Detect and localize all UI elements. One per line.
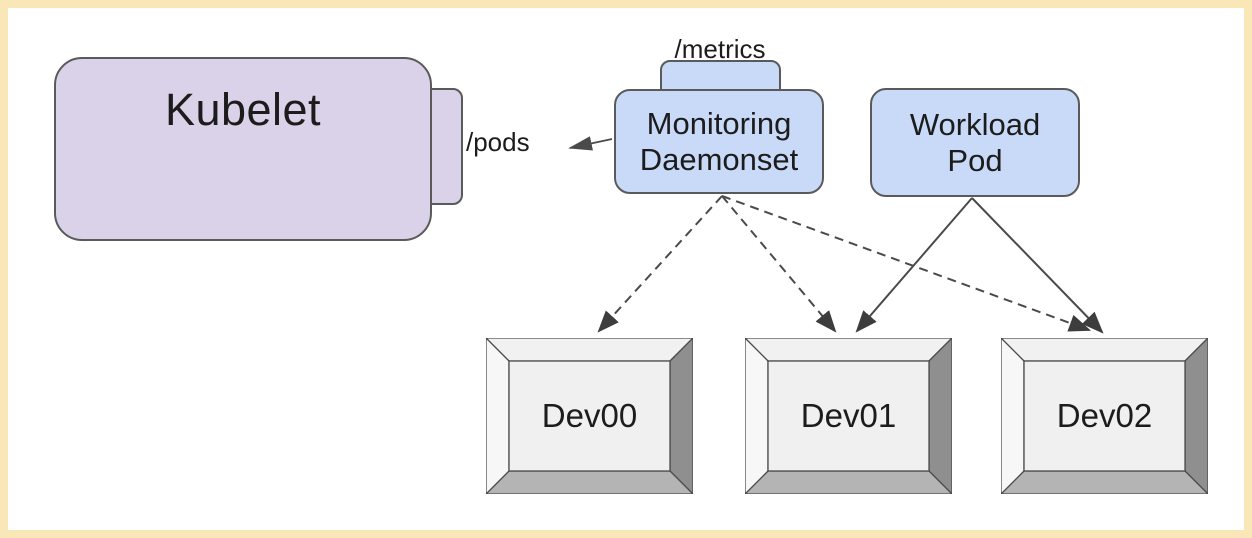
kubelet-label: Kubelet <box>164 84 322 135</box>
device-node-dev01: Dev01 <box>745 338 952 494</box>
monitoring-daemonset-label-line2: Daemonset <box>639 141 799 177</box>
device-label: Dev02 <box>1056 397 1153 434</box>
edge-monitoring-to-dev01 <box>721 195 837 333</box>
monitoring-daemonset-label-line1: Monitoring <box>646 105 792 141</box>
device-label: Dev00 <box>541 397 638 434</box>
pods-endpoint-label: /pods <box>466 127 530 157</box>
device-node-dev02: Dev02 <box>1001 338 1208 494</box>
edge-monitoring-to-pods <box>568 136 613 151</box>
device-bevel-frame <box>486 338 693 494</box>
workload-pod-label-line2: Pod <box>947 142 1003 178</box>
edge-monitoring-to-dev00 <box>597 195 723 333</box>
device-bevel-frame <box>1001 338 1208 494</box>
workload-pod-node: Workload Pod <box>870 88 1080 197</box>
edge-workload-to-dev02 <box>971 197 1104 334</box>
device-node-dev00: Dev00 <box>486 338 693 494</box>
edge-monitoring-to-dev02 <box>721 195 1092 332</box>
workload-pod-label-line1: Workload <box>909 106 1041 142</box>
metrics-endpoint-label: /metrics <box>674 34 766 64</box>
monitoring-daemonset-node: Monitoring Daemonset <box>614 89 824 194</box>
edge-workload-to-dev01 <box>855 197 973 333</box>
kubelet-node: Kubelet <box>54 57 432 241</box>
device-bevel-frame <box>745 338 952 494</box>
device-label: Dev01 <box>800 397 897 434</box>
